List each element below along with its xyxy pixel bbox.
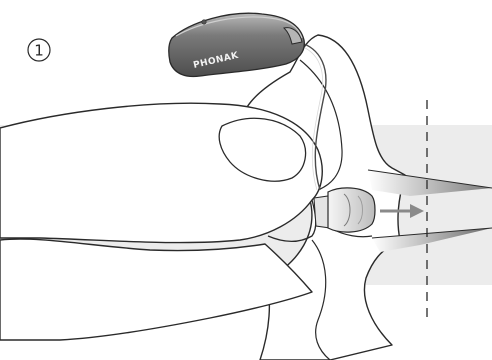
step-badge: 1 [28,39,50,61]
device-body [169,13,305,76]
hand-back [0,239,312,340]
dome-cup [328,188,375,232]
hearing-aid-device: PHONAK [169,13,305,76]
device-button [202,20,206,24]
step-number: 1 [34,42,44,60]
